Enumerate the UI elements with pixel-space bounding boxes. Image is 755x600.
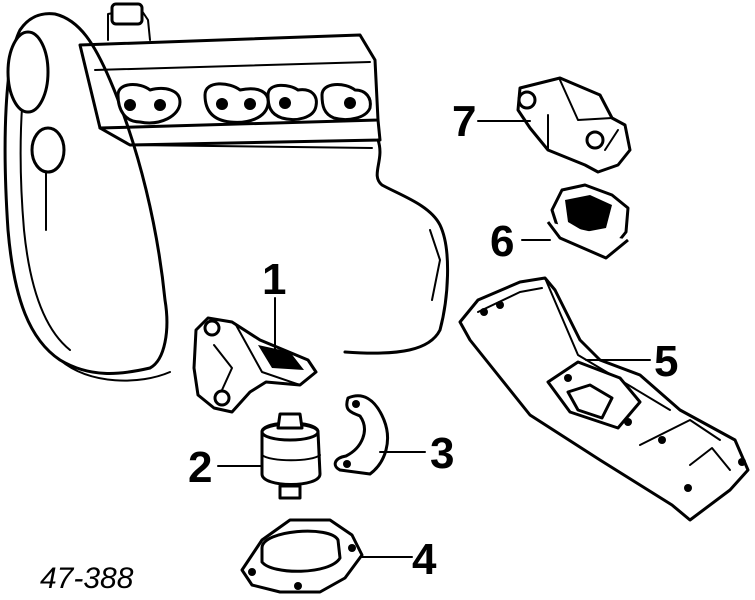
figure-number: 47-388 <box>40 562 134 595</box>
part-3-strap <box>333 394 389 476</box>
leader-lines <box>217 120 651 558</box>
part-2-mount <box>260 412 322 500</box>
callout-5: 5 <box>654 337 678 386</box>
callout-6: 6 <box>490 217 514 266</box>
exhaust-ports <box>116 82 372 125</box>
part-6-mount <box>546 183 630 260</box>
callout-3: 3 <box>430 429 454 478</box>
part-1-bracket <box>192 316 318 414</box>
part-7-bracket <box>516 76 632 174</box>
callout-2: 2 <box>188 443 212 492</box>
engine-block <box>3 2 450 382</box>
part-5-crossmember <box>458 276 750 522</box>
callout-7: 7 <box>452 97 476 146</box>
part-4-pad <box>240 518 364 594</box>
callout-4: 4 <box>412 535 437 584</box>
callout-1: 1 <box>262 255 286 304</box>
